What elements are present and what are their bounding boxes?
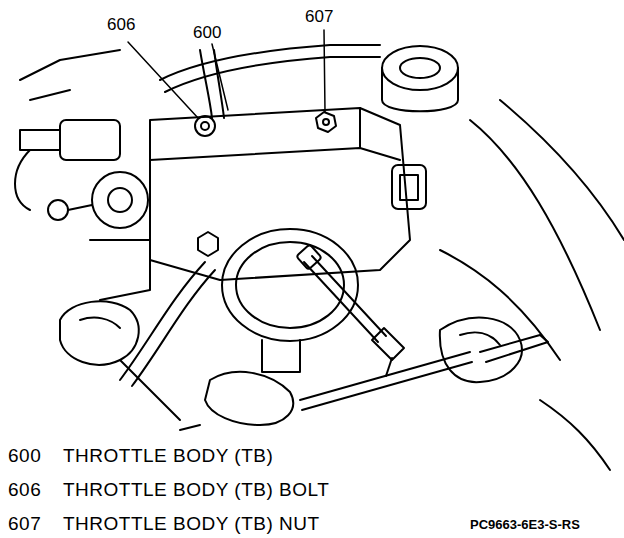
- part-name: THROTTLE BODY (TB): [63, 446, 273, 465]
- legend-number: 600: [8, 446, 41, 465]
- callout-number: 607: [304, 8, 334, 25]
- legend-number: 606: [8, 480, 41, 499]
- callout-number: 606: [106, 16, 136, 33]
- figure-code: PC9663-6E3-S-RS: [470, 518, 580, 531]
- part-name: THROTTLE BODY (TB) BOLT: [63, 480, 329, 499]
- callout-number: 600: [192, 24, 222, 41]
- part-name: THROTTLE BODY (TB) NUT: [63, 514, 320, 533]
- legend-number: 607: [8, 514, 41, 533]
